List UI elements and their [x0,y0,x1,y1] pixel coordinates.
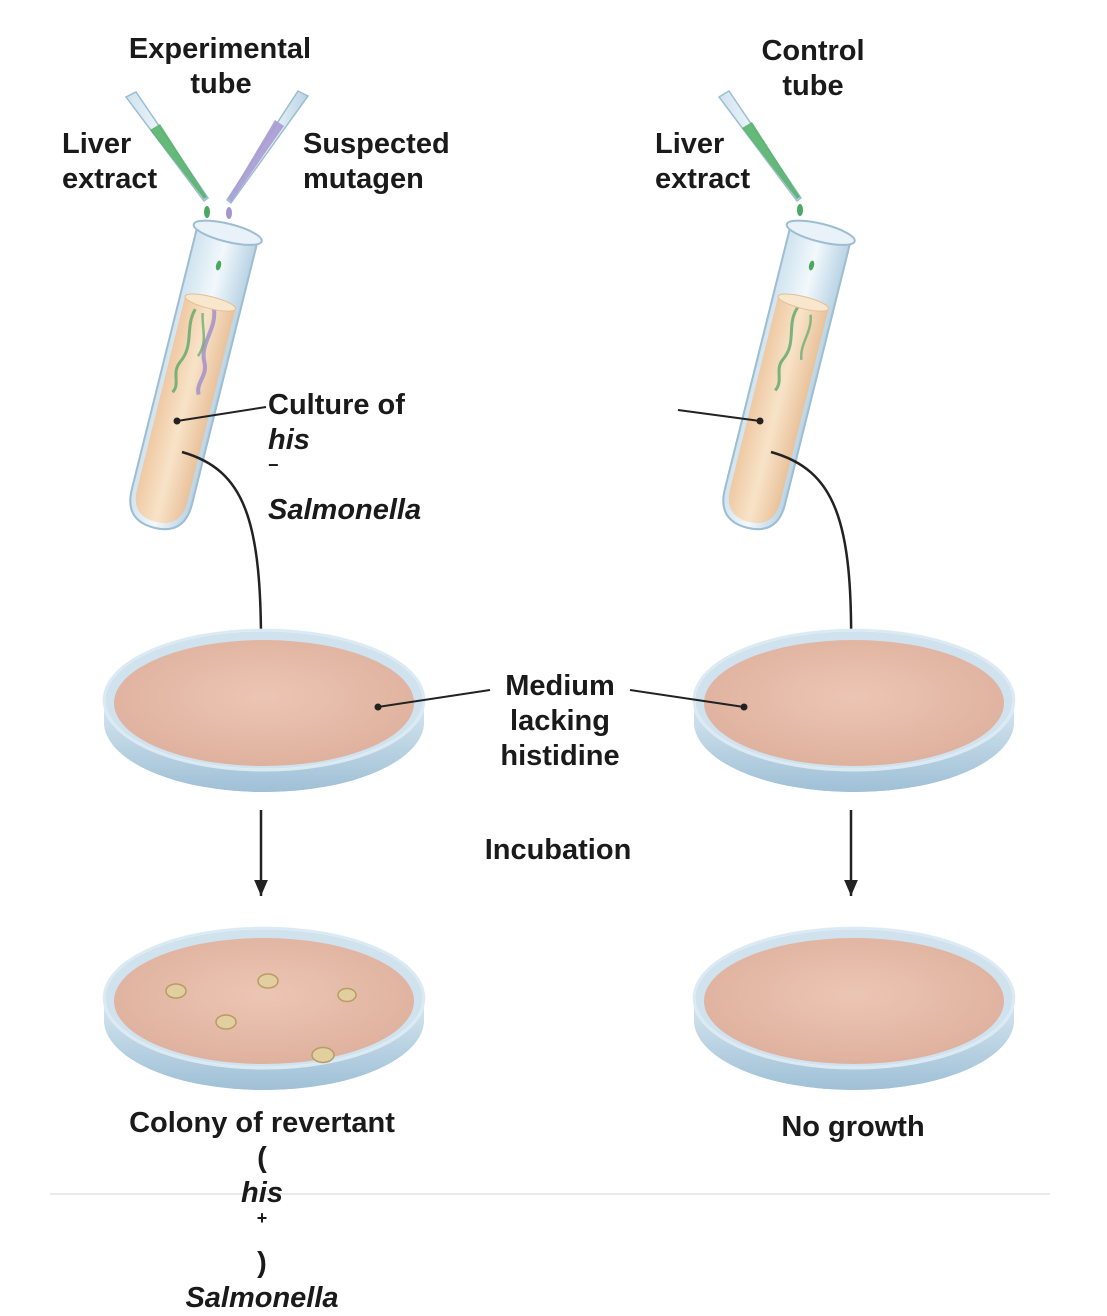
experimental-tube-label: Experimental tube [128,33,312,100]
petri-dish-experimental-after [102,926,426,1090]
culture-label: Culture of his− Salmonella [268,389,422,526]
petri-dish-control-before [692,628,1016,792]
control-test-tube [722,219,856,531]
colony [337,987,357,1003]
liver-extract-pipette-left [124,91,210,218]
medium-leader-lines [374,689,748,711]
liver-extract-label-left: Liver extract [62,128,158,195]
mutagen-pipette [225,90,310,219]
diagram-artwork [50,89,1050,1195]
petri-dish-control-after [692,926,1016,1090]
liver-extract-pipette-right [717,89,803,216]
culture-leader-lines [173,406,764,425]
suspected-mutagen-label: Suspected mutagen [303,128,450,195]
arrow-right-tube-to-dish [770,450,858,656]
experimental-test-tube [129,219,263,531]
colony [215,1014,237,1030]
arrow-left-tube-to-dish [181,450,268,656]
colony [165,983,187,999]
liver-extract-label-right: Liver extract [655,128,751,195]
colony-label: Colony of revertant (his+) Salmonella [129,1107,395,1314]
control-tube-label: Control tube [761,35,865,102]
petri-dish-experimental-before [102,628,426,792]
colony [311,1046,335,1064]
ames-test-diagram: Experimental tube Control tube Liver ext… [50,33,1050,1314]
incubation-label: Incubation [484,834,632,866]
colony [257,973,279,989]
revertant-colonies [165,973,357,1064]
no-growth-label: No growth [781,1111,925,1143]
medium-label: Medium lacking histidine [500,670,620,772]
